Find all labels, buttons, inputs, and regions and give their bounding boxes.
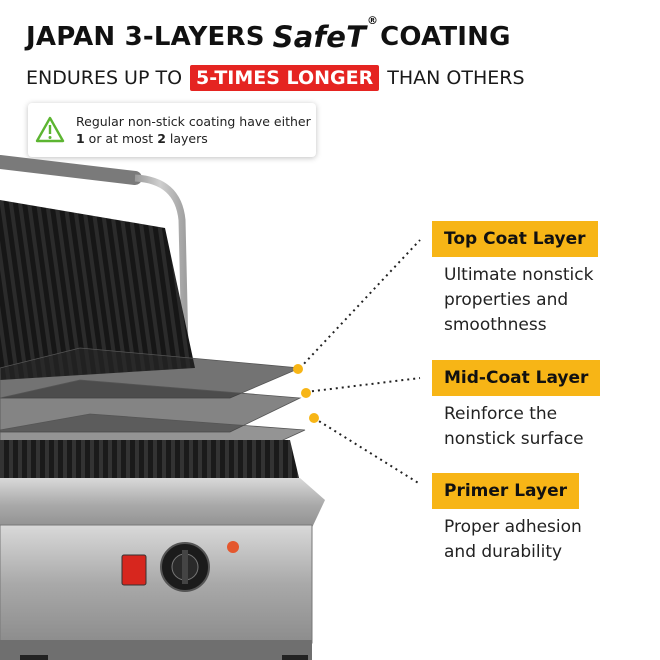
power-switch	[121, 554, 147, 586]
layer-primer: Primer Layer Proper adhesion and durabil…	[432, 473, 582, 565]
note-text-c: layers	[165, 131, 208, 146]
subline-after: THAN OTHERS	[387, 67, 525, 89]
note-num-2: 2	[157, 131, 166, 146]
layer-primer-desc: Proper adhesion and durability	[444, 515, 582, 565]
indicator-light	[227, 541, 239, 553]
note-text-a: Regular non-stick coating have either	[76, 114, 311, 129]
headline-part2: COATING	[380, 22, 511, 52]
layer-primer-title: Primer Layer	[432, 473, 579, 509]
note-text-b: or at most	[84, 131, 158, 146]
brand-text: SafeT	[272, 20, 367, 54]
layer-top-desc-line: smoothness	[444, 315, 547, 335]
subline-before: ENDURES UP TO	[26, 67, 183, 89]
layer-primer-desc-line: and durability	[444, 542, 563, 562]
brand-name: SafeT®	[272, 14, 378, 54]
layer-mid-coat-desc: Reinforce the nonstick surface	[444, 402, 600, 452]
layer-mid-coat: Mid-Coat Layer Reinforce the nonstick su…	[432, 360, 601, 452]
subline-highlight: 5-TIMES LONGER	[190, 65, 380, 91]
layer-top-desc-line: properties and	[444, 290, 569, 310]
layer-top-desc-line: Ultimate nonstick	[444, 265, 594, 285]
layer-primer-desc-line: Proper adhesion	[444, 517, 582, 537]
note-text: Regular non-stick coating have either 1 …	[76, 113, 316, 147]
upper-plate	[0, 200, 195, 380]
layer-top-coat: Top Coat Layer Ultimate nonstick propert…	[432, 221, 598, 338]
headline-part1: JAPAN 3-LAYERS	[26, 22, 265, 52]
lower-plate	[0, 440, 300, 485]
layer-mid-coat-title: Mid-Coat Layer	[432, 360, 601, 396]
registered-mark: ®	[366, 14, 379, 27]
panini-grill-image	[0, 155, 325, 660]
handle-grip	[0, 155, 142, 185]
headline: JAPAN 3-LAYERS SafeT® COATING	[26, 14, 636, 60]
layer-mid-desc-line: nonstick surface	[444, 429, 584, 449]
info-note: Regular non-stick coating have either 1 …	[28, 103, 316, 157]
base-bottom	[0, 640, 312, 660]
layer-mid-desc-line: Reinforce the	[444, 404, 558, 424]
layer-top-coat-title: Top Coat Layer	[432, 221, 598, 257]
handle-arm	[134, 174, 189, 351]
base-body	[0, 524, 313, 644]
layer-top-coat-desc: Ultimate nonstick properties and smoothn…	[444, 263, 598, 338]
subheadline: ENDURES UP TO 5-TIMES LONGER THAN OTHERS	[26, 64, 525, 92]
warning-icon	[35, 116, 65, 143]
note-num-1: 1	[76, 131, 85, 146]
drip-tray	[0, 478, 325, 532]
